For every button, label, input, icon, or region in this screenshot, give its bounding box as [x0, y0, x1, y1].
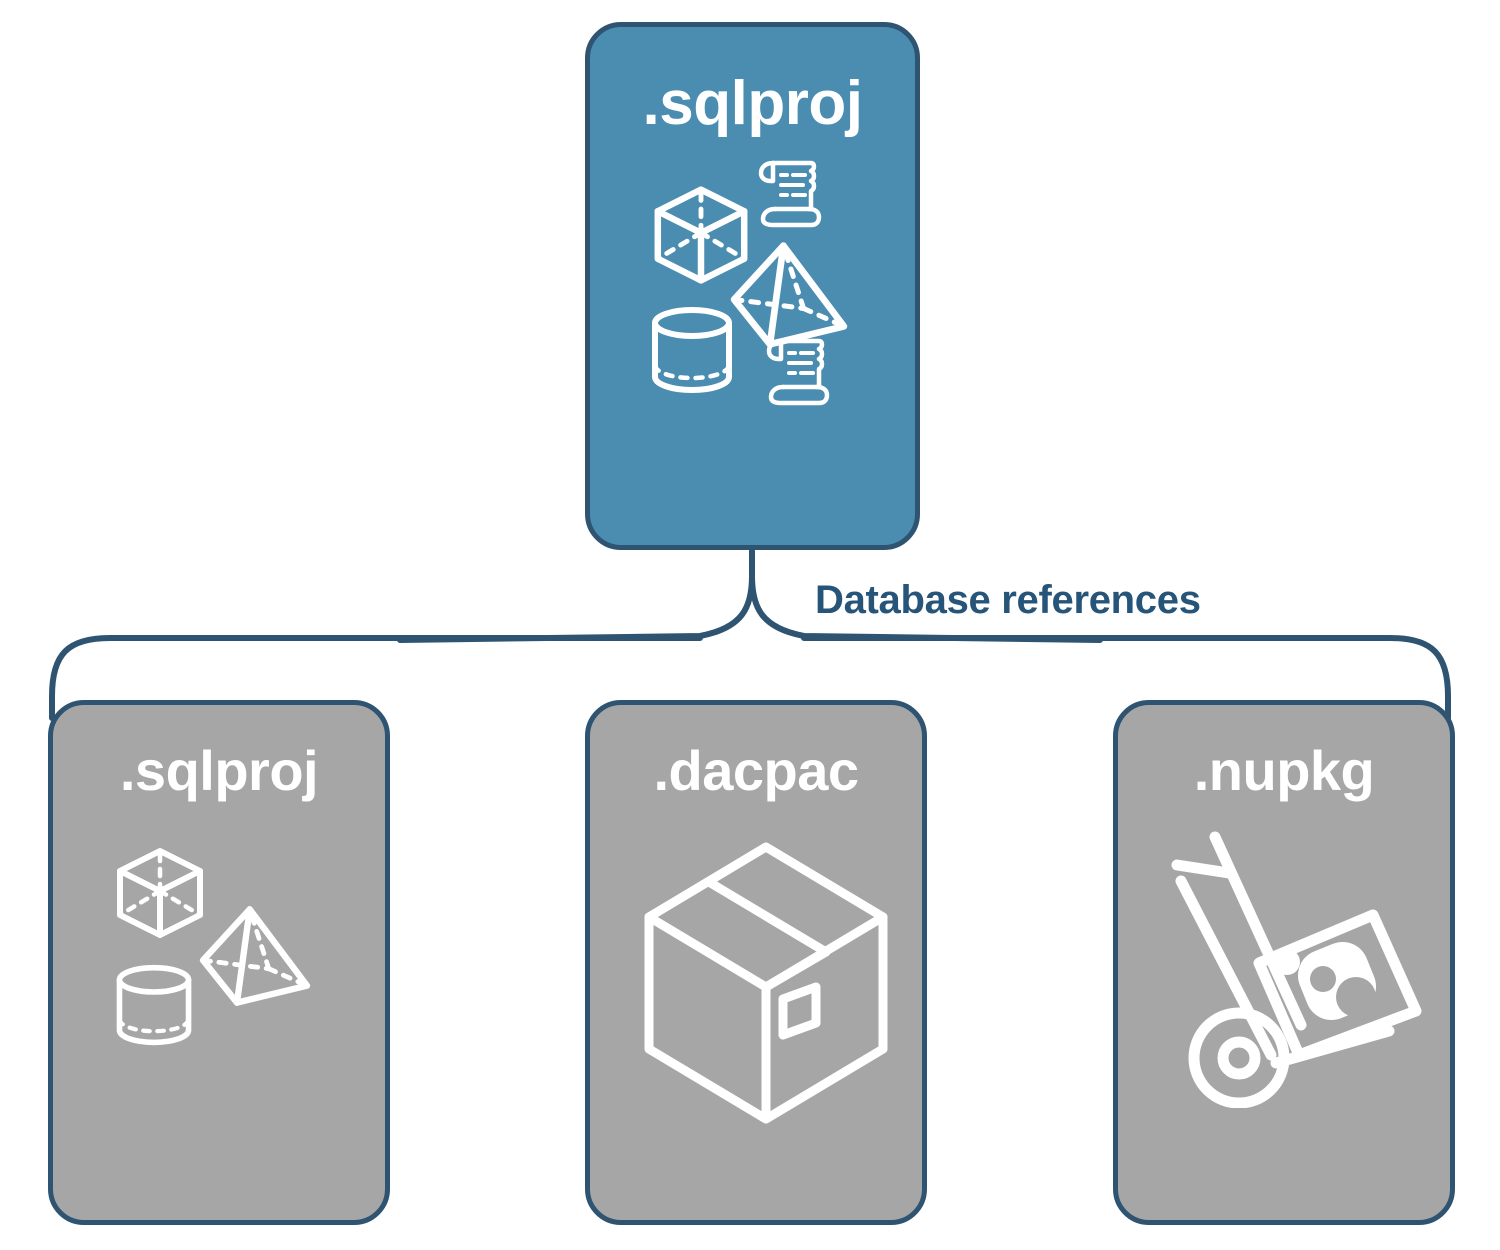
node-card-title: .sqlproj: [119, 739, 319, 802]
node-card-reference-sqlproj[interactable]: .sqlproj: [48, 700, 390, 1225]
node-card-reference-nupkg[interactable]: .nupkg: [1113, 700, 1455, 1225]
cube-wireframe-icon: [117, 848, 203, 938]
bracket-peak-path-right: [749, 573, 1103, 643]
box-label-icon: [778, 982, 821, 1040]
script-scroll-icon: [758, 160, 821, 228]
root-icon-group: [633, 153, 873, 423]
pyramid-wireframe-icon: [199, 906, 311, 1006]
shipping-box-icon: [644, 842, 888, 1124]
node-card-reference-dacpac[interactable]: .dacpac: [585, 700, 927, 1225]
pyramid-wireframe-icon: [730, 242, 847, 348]
package-contents-holes: [1310, 966, 1376, 1017]
connector-label: Database references: [815, 578, 1201, 622]
script-scroll-icon: [766, 338, 829, 406]
node-card-title: .dacpac: [653, 739, 859, 802]
cube-wireframe-icon: [654, 186, 747, 284]
bracket-left-arm-path: [49, 635, 703, 721]
reference-icon-group-shapes: [74, 821, 364, 1121]
hand-truck-package-icon: [1171, 831, 1422, 1108]
bracket-right-arm-path: [801, 635, 1451, 721]
wheel-icon: [1188, 1007, 1290, 1108]
node-card-title: .sqlproj: [642, 69, 863, 138]
cylinder-wireframe-icon: [116, 964, 192, 1046]
node-card-root-sqlproj[interactable]: .sqlproj: [585, 22, 920, 550]
cylinder-wireframe-icon: [651, 307, 732, 393]
reference-icon-group-handtruck: [1139, 821, 1429, 1121]
reference-icon-group-box: [611, 821, 901, 1124]
package-dot-icon: [1274, 949, 1300, 975]
node-card-title: .nupkg: [1193, 739, 1375, 802]
bracket-peak-path: [397, 548, 755, 643]
package-outline-icon: [1253, 909, 1422, 1061]
